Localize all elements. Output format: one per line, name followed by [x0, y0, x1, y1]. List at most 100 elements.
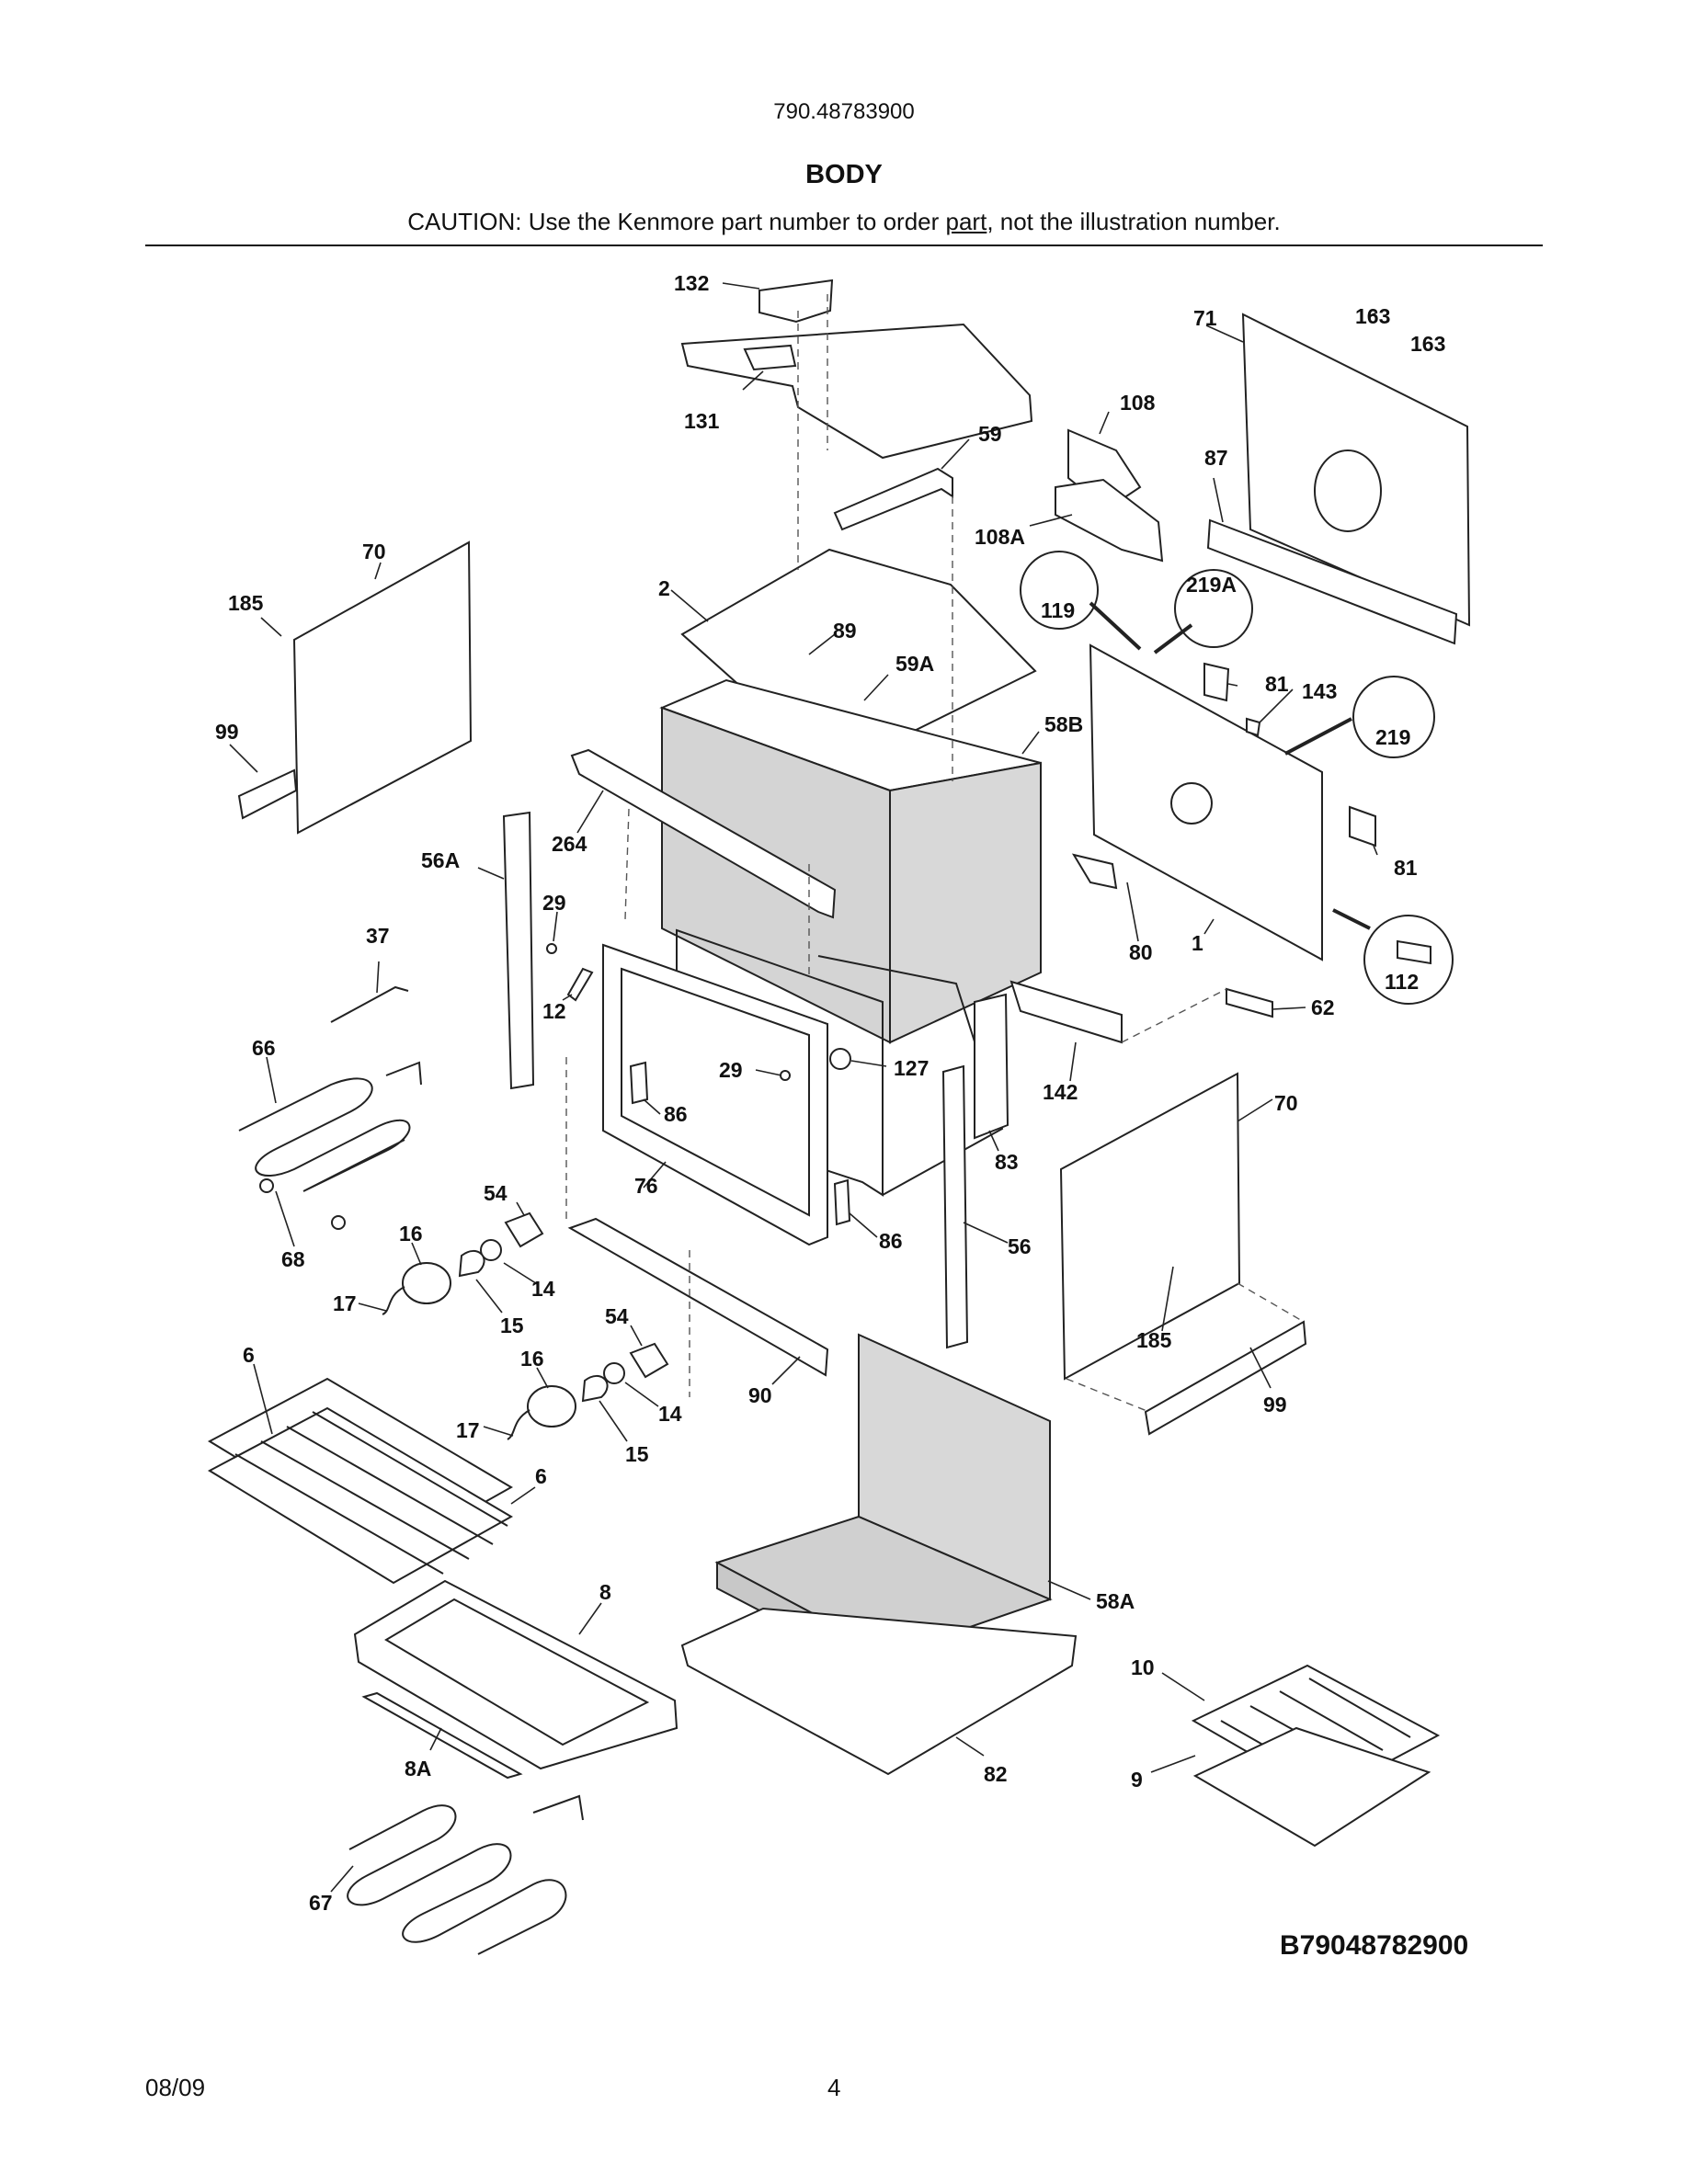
part-87-mounting-strip — [1206, 518, 1458, 645]
callout-87: 87 — [1204, 446, 1228, 470]
part-76-door-frame — [602, 943, 828, 1246]
part-90-lower-trim — [567, 1217, 829, 1377]
caution-text-start: CAUTION: Use the Kenmore part number to … — [407, 208, 946, 235]
callout-62: 62 — [1311, 995, 1335, 1019]
callout-8a: 8A — [405, 1757, 431, 1780]
callout-68: 68 — [281, 1247, 305, 1271]
part-68-clip-upper — [259, 1178, 274, 1193]
callout-143: 143 — [1302, 679, 1337, 703]
callout-81: 81 — [1394, 856, 1418, 880]
callout-9: 9 — [1131, 1768, 1143, 1792]
callout-15: 15 — [625, 1442, 649, 1466]
part-119-thermostat-detail — [1020, 551, 1099, 630]
callout-185: 185 — [228, 591, 264, 615]
part-99-left-rail — [237, 768, 298, 820]
callout-108: 108 — [1120, 391, 1156, 415]
part-99-right-rail — [1144, 1320, 1307, 1436]
part-108a-fan-bracket — [1055, 478, 1164, 563]
part-56-right-trim — [941, 1064, 969, 1349]
callout-58a: 58A — [1096, 1589, 1135, 1613]
callout-14: 14 — [531, 1277, 555, 1301]
part-1-rear-panel — [1089, 643, 1323, 961]
part-112-block — [1397, 939, 1431, 965]
callout-29: 29 — [719, 1058, 743, 1082]
callout-127: 127 — [894, 1056, 929, 1080]
callout-99: 99 — [215, 720, 239, 744]
part-127-switch — [829, 1048, 851, 1070]
callout-54: 54 — [484, 1181, 508, 1205]
callout-163: 163 — [1355, 304, 1390, 328]
callout-2: 2 — [658, 576, 670, 600]
callout-86: 86 — [879, 1229, 903, 1253]
part-81-bracket-upper — [1203, 662, 1230, 702]
callout-12: 12 — [542, 999, 566, 1023]
part-70-left-side-panel — [292, 540, 473, 835]
part-143-clip — [1246, 717, 1261, 737]
part-14-gasket-upper — [480, 1239, 502, 1261]
diagram-code: B79048782900 — [1280, 1930, 1469, 1961]
part-83-side-panel — [974, 993, 1009, 1140]
footer-date: 08/09 — [145, 2074, 206, 2101]
callout-163: 163 — [1410, 332, 1445, 356]
footer-page-number: 4 — [827, 2074, 841, 2101]
callout-67: 67 — [309, 1891, 333, 1915]
part-16-lens-lower — [527, 1385, 576, 1428]
part-86-hinge-lower — [833, 1178, 851, 1226]
callout-119: 119 — [1041, 598, 1075, 622]
callout-6: 6 — [535, 1464, 547, 1488]
part-8a-strip — [361, 1691, 523, 1780]
caution-text-end: , not the illustration number. — [987, 208, 1281, 235]
callout-1: 1 — [1192, 931, 1203, 955]
callout-99: 99 — [1263, 1393, 1287, 1416]
callout-81: 81 — [1265, 672, 1289, 696]
part-56a-left-trim — [502, 811, 535, 1090]
part-29-screw-upper — [546, 943, 557, 954]
callout-76: 76 — [634, 1174, 658, 1198]
callout-labels: 132 131 163 163 71 108 59 87 108A 119 21… — [215, 271, 1445, 1915]
part-15-bulb-lower — [581, 1375, 609, 1403]
callout-108a: 108A — [975, 525, 1025, 549]
caution-note: CAUTION: Use the Kenmore part number to … — [0, 208, 1688, 236]
callout-59a: 59A — [895, 652, 934, 676]
callout-6: 6 — [243, 1343, 255, 1367]
callout-219: 219 — [1375, 725, 1410, 749]
part-drawings — [207, 279, 1471, 1955]
callout-66: 66 — [252, 1036, 276, 1060]
part-86-hinge-upper — [629, 1061, 649, 1105]
callout-56a: 56A — [421, 848, 460, 872]
model-number: 790.48783900 — [773, 99, 915, 124]
part-67-bake-element — [347, 1804, 567, 1955]
callout-16: 16 — [520, 1347, 544, 1371]
part-62-terminal-block — [1226, 987, 1273, 1018]
callout-142: 142 — [1043, 1080, 1078, 1104]
callout-80: 80 — [1129, 940, 1153, 964]
part-82-bottom-plate — [680, 1607, 1078, 1776]
callout-15: 15 — [500, 1314, 524, 1337]
callout-89: 89 — [833, 619, 857, 643]
part-142-bracket — [1009, 980, 1123, 1044]
callout-70: 70 — [1274, 1091, 1298, 1115]
part-54-socket-lower — [629, 1342, 669, 1379]
callout-219a: 219A — [1186, 573, 1237, 597]
part-8-bottom-panel — [353, 1579, 679, 1770]
callout-56: 56 — [1008, 1234, 1032, 1258]
alignment-lines — [565, 294, 1305, 1413]
callout-29: 29 — [542, 891, 566, 915]
callout-83: 83 — [995, 1150, 1019, 1174]
part-131-top-shield — [680, 323, 1033, 460]
part-59-duct — [833, 467, 953, 531]
part-66-broil-element — [238, 1077, 411, 1192]
part-6-oven-racks — [207, 1377, 514, 1585]
part-81-bracket-lower — [1349, 805, 1376, 847]
header-divider — [145, 245, 1543, 246]
callout-185: 185 — [1136, 1328, 1172, 1352]
part-132-cover-plate — [758, 279, 834, 324]
part-17-wire-upper — [382, 1286, 405, 1315]
callout-131: 131 — [684, 409, 720, 433]
callout-37: 37 — [366, 924, 390, 948]
callout-54: 54 — [605, 1304, 629, 1328]
part-37-oven-sensor — [330, 985, 409, 1023]
callout-264: 264 — [552, 832, 587, 856]
callout-86: 86 — [664, 1102, 688, 1126]
